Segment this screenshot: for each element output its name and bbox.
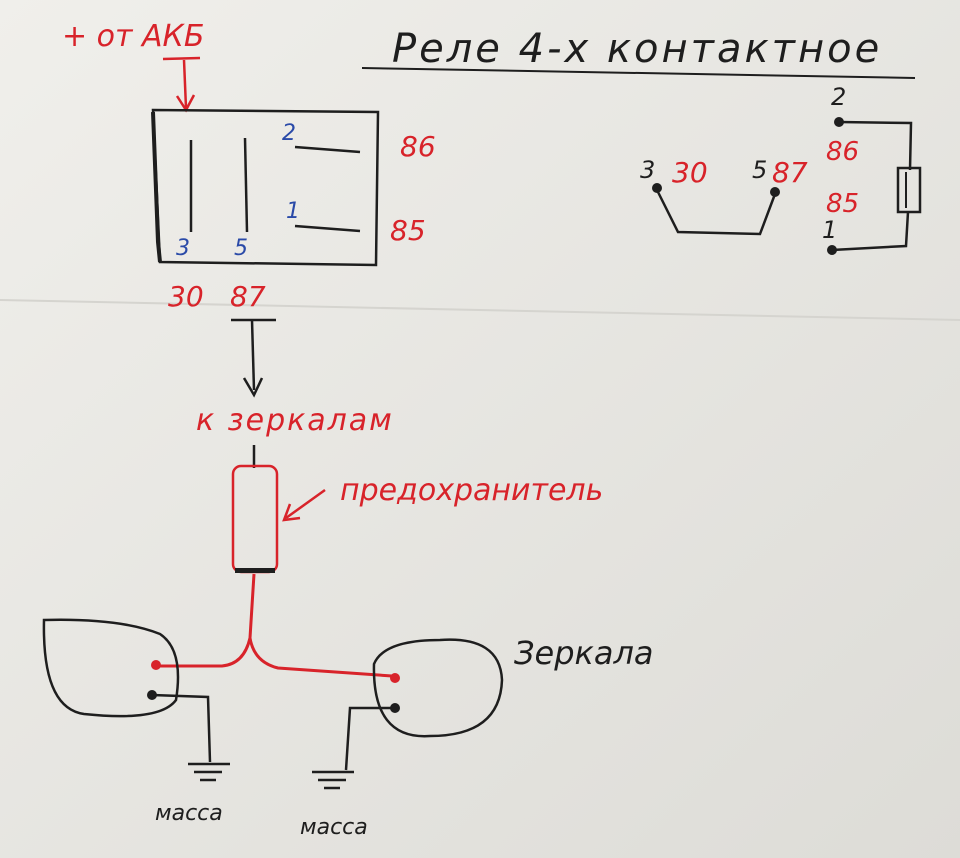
right-mirror [372,638,504,738]
relay-contact-85 [294,224,361,233]
right-ground-wire [344,706,395,771]
relay-number-86: 86 [400,130,436,163]
diagram-title: Реле 4-х контактное [392,26,882,72]
relay-number-85: 85 [390,214,426,247]
relay-contact-86 [294,145,361,154]
relay-number-87: 87 [230,280,266,313]
relay-pin-3: 3 [176,236,190,261]
ground-label-right: масса [300,815,368,840]
schematic-pin-1: 1 [822,216,837,244]
relay-pin-1: 1 [286,199,300,224]
relay-pin-5: 5 [234,236,248,261]
fuse-arrow-shaft [285,488,326,520]
schematic-number-30: 30 [672,156,708,189]
to-mirrors-label: к зеркалам [196,403,394,438]
schematic-contact-30-dot [652,183,662,193]
title-underline [361,67,916,79]
schematic-number-87: 87 [772,156,808,189]
feed-wire-right [248,637,393,678]
schematic-coil-wire-bottom [831,211,910,252]
fuse-arrow-head [282,503,301,522]
schematic-contact-87-dot [770,187,780,197]
ground-label-left: масса [155,801,223,826]
schematic-pin-5: 5 [752,156,767,184]
right-mirror-plus-terminal [390,673,400,683]
relay-contact-87 [243,137,249,233]
mirrors-label: Зеркала [514,634,654,672]
schematic-pin-3: 3 [640,156,655,184]
relay-box-edge [151,111,162,263]
paper-fold-line [0,299,960,321]
schematic-coil [896,166,922,214]
relay-pin-2: 2 [282,121,296,146]
power-arrow-shaft [182,59,188,109]
output-arrow-head [242,377,264,398]
power-source-tick [162,56,201,61]
power-source-label: + от АКБ [62,19,204,54]
schematic-pin-2: 2 [831,83,846,111]
left-ground-wire [151,693,212,763]
schematic-switch-contact [655,189,777,236]
schematic-coil-wire-top [838,120,913,171]
left-mirror [42,618,180,718]
fuse-cap [235,568,275,573]
relay-number-30: 30 [168,280,204,313]
schematic-number-85: 85 [826,189,859,219]
left-mirror-plus-terminal [151,660,161,670]
schematic-number-86: 86 [826,137,859,167]
fuse-label: предохранитель [340,473,603,508]
output-arrow-shaft [250,319,256,391]
